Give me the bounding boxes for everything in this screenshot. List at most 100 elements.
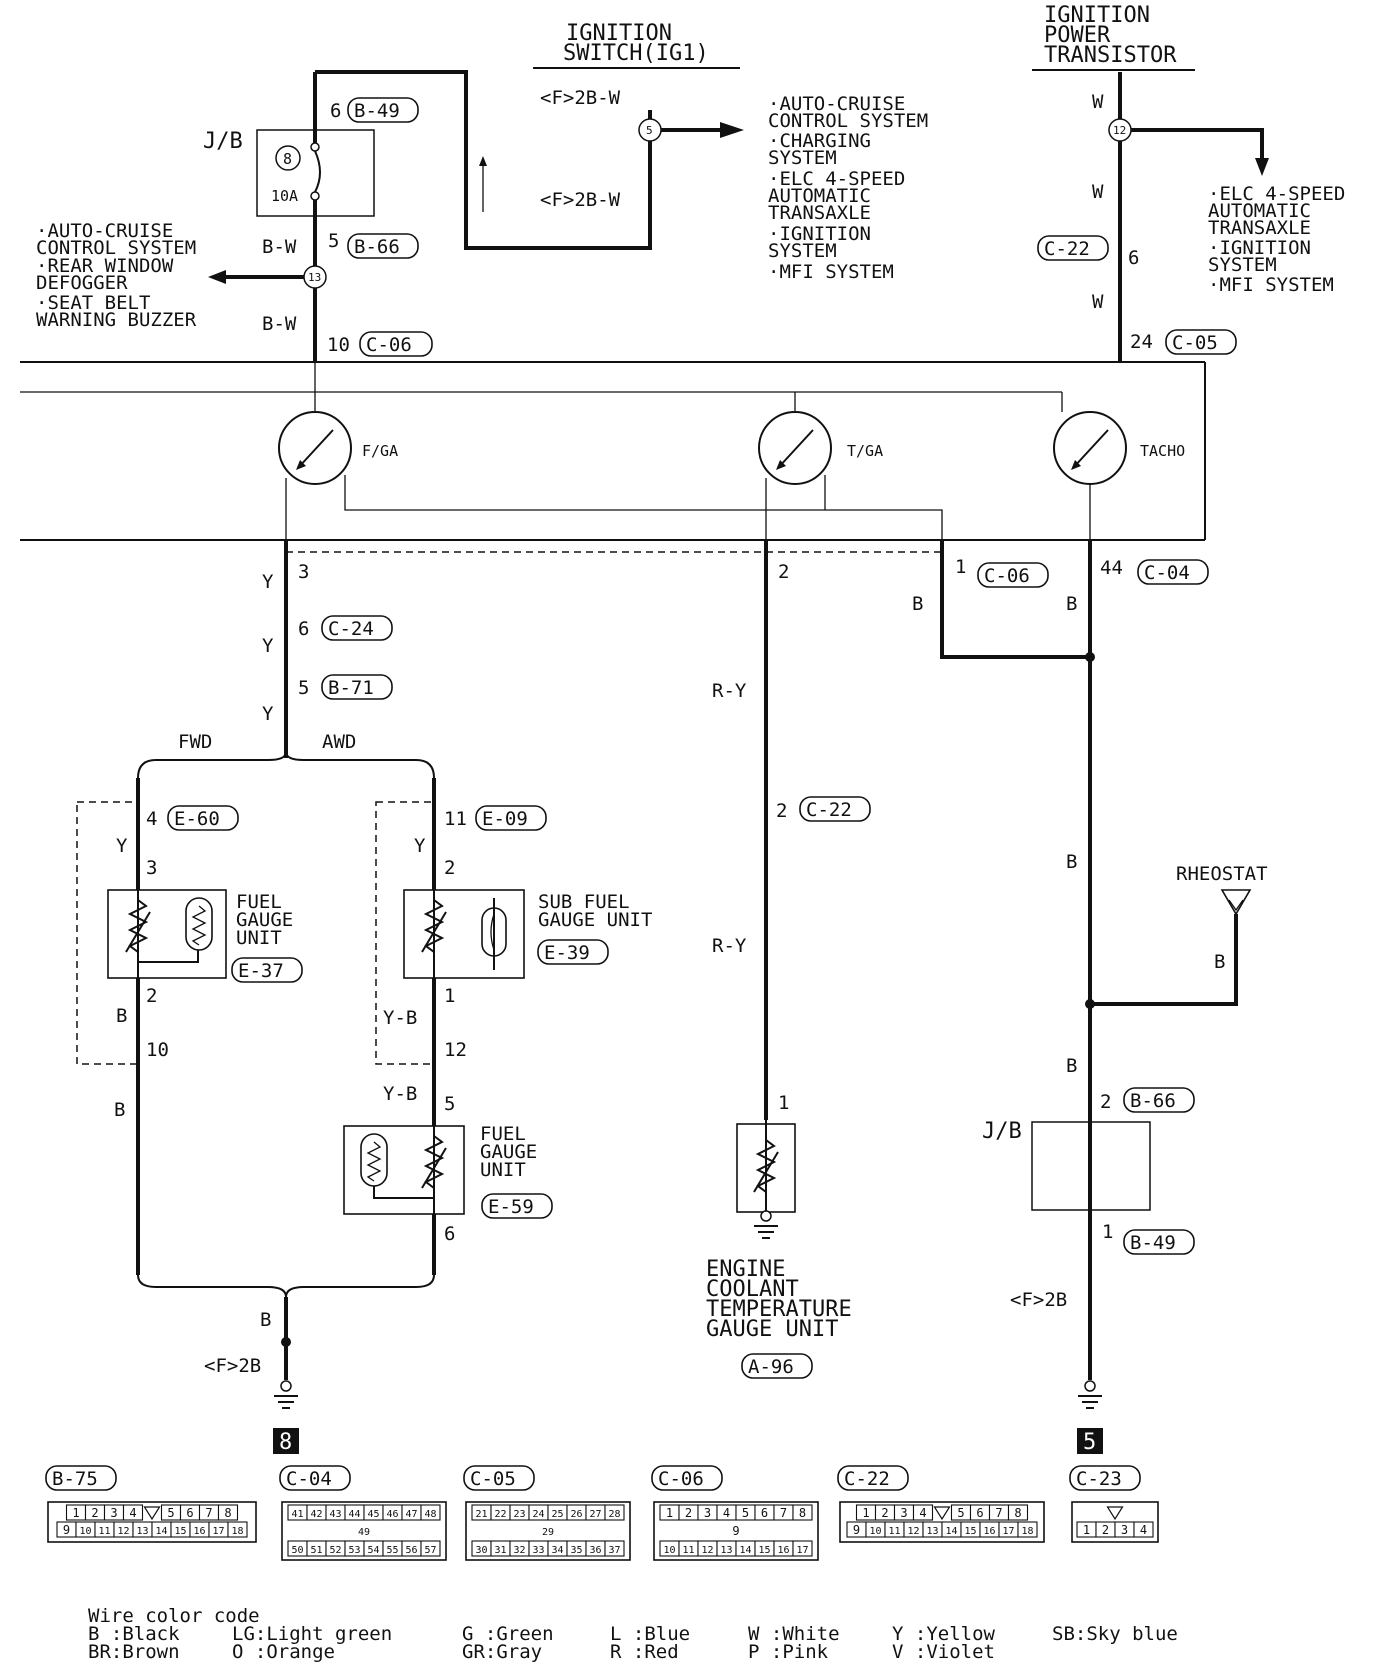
connector-pin-number: 8 [224, 1506, 231, 1520]
connector-pin-number: 22 [494, 1509, 506, 1520]
svg-text:B-49: B-49 [354, 100, 400, 122]
connector-pin-number: 5 [957, 1506, 964, 1520]
connector-pin-number: 24 [532, 1509, 544, 1520]
connector-pin-number: 50 [291, 1545, 303, 1556]
connector-pin-number: 4 [919, 1506, 926, 1520]
svg-text:·SEAT BELT: ·SEAT BELT [36, 292, 150, 314]
svg-text:5: 5 [1083, 1430, 1096, 1455]
connector-pin: 17 [208, 1521, 229, 1538]
connector-tag-a96: A-96 [741, 1353, 813, 1379]
connector-tag-b49-top: B-49 [347, 97, 419, 123]
connector-pin-number: 14 [155, 1526, 167, 1537]
connector-pin: 33 [528, 1540, 549, 1557]
coolant-unit-label: ENGINE COOLANT TEMPERATURE GAUGE UNIT [706, 1257, 852, 1342]
tacho-pin-2: 2 [1100, 1091, 1111, 1113]
connector-pin-number: 13 [136, 1526, 148, 1537]
connector-pin-number: 6 [761, 1506, 768, 1520]
connector-pin-number: 9 [732, 1524, 739, 1538]
connector-tag-b66-top: B-66 [347, 233, 419, 259]
connector-pin: 57 [420, 1540, 441, 1557]
svg-text:A-96: A-96 [748, 1356, 794, 1378]
fwd-wire-b2: B [114, 1099, 125, 1121]
svg-text:TEMPERATURE: TEMPERATURE [706, 1297, 852, 1322]
connector-pin: 18 [227, 1521, 248, 1538]
wire-bw-2: B-W [262, 313, 297, 335]
fwd-pin-2: 2 [146, 985, 157, 1007]
connector-pin: 37 [604, 1540, 625, 1557]
connector-pin-number: 10 [79, 1526, 91, 1537]
connector-pin-number: 11 [682, 1545, 694, 1556]
fuel-pin-3: 3 [298, 561, 309, 583]
connector-pin-number: 6 [976, 1506, 983, 1520]
connector-pin-number: 15 [758, 1545, 770, 1556]
connector-pin: 30 [471, 1540, 492, 1557]
tacho-wire-b2: B [1066, 593, 1077, 615]
svg-text:C-05: C-05 [1172, 332, 1218, 354]
awd-label: AWD [322, 731, 356, 753]
awd-pin-12: 12 [444, 1039, 467, 1061]
awd-unit-line3: UNIT [480, 1159, 526, 1181]
connector-tag-c06-mid: C-06 [977, 562, 1049, 588]
connector-pin: 32 [509, 1540, 530, 1557]
fwd-label: FWD [178, 731, 212, 753]
connector-pin: 11 [884, 1521, 905, 1538]
connector-pin [143, 1506, 161, 1521]
connector-pin-number: 3 [1121, 1523, 1128, 1537]
keyway-mark [933, 1506, 951, 1521]
connector-pin-number: 17 [796, 1545, 808, 1556]
svg-text:·IGNITION: ·IGNITION [1208, 237, 1311, 259]
connector-pin: 14 [941, 1521, 962, 1538]
connector-pin: 18 [1017, 1521, 1038, 1538]
connector-tag-e59: E-59 [481, 1193, 553, 1219]
connector-pin: 41 [287, 1504, 308, 1521]
connector-tag-e39: E-39 [537, 939, 609, 965]
connector-pin-number: 11 [98, 1526, 110, 1537]
connector-pin-number: 48 [424, 1509, 436, 1520]
connector-pin: 10 [659, 1540, 680, 1557]
fwd-fuel-gauge-unit [107, 882, 227, 985]
right-systems-list: ·ELC 4-SPEED AUTOMATIC TRANSAXLE ·IGNITI… [1208, 183, 1345, 296]
connector-pin: 3 [697, 1504, 718, 1521]
connector-pin-number: 31 [494, 1545, 506, 1556]
connector-pin: 35 [566, 1540, 587, 1557]
connector-pin-number: 5 [167, 1506, 174, 1520]
svg-text:WARNING BUZZER: WARNING BUZZER [36, 309, 197, 331]
keyway-mark [143, 1506, 161, 1521]
awd-unit-line1: FUEL [480, 1123, 526, 1145]
connector-pin-number: 4 [1140, 1523, 1147, 1537]
fuel-gauge: F/GA [278, 411, 398, 485]
connector-pin: 42 [306, 1504, 327, 1521]
connector-pin-number: 7 [995, 1506, 1002, 1520]
connector-pin-number: 1 [1083, 1523, 1090, 1537]
connector-tag-b71: B-71 [321, 674, 393, 700]
svg-text:8: 8 [279, 1430, 292, 1455]
wire-w-3: W [1092, 291, 1104, 313]
connector-pin-number: 10 [663, 1545, 675, 1556]
connector-pin: 15 [754, 1540, 775, 1557]
connector-tag-e60: E-60 [167, 805, 239, 831]
connector-pin: 2 [678, 1504, 699, 1521]
svg-text:E-09: E-09 [482, 808, 528, 830]
fwd-unit-line1: FUEL [236, 891, 282, 913]
connector-pin: 55 [382, 1540, 403, 1557]
svg-text:C-04: C-04 [1144, 562, 1190, 584]
tacho-label: TACHO [1140, 442, 1185, 460]
temp-pin-1: 1 [778, 1092, 789, 1114]
connector-pin: 15 [960, 1521, 981, 1538]
connector-pin: 9 [732, 1524, 739, 1538]
left-ground-label: <F>2B [204, 1355, 261, 1377]
connector-pin: 1 [1076, 1521, 1097, 1538]
connector-face-name: C-22 [844, 1468, 890, 1490]
awd-wire-yb-1: Y-B [383, 1007, 417, 1029]
connector-pin-number: 44 [348, 1509, 360, 1520]
connector-pin-number: 46 [386, 1509, 398, 1520]
connector-tag-e09: E-09 [475, 805, 547, 831]
fwd-wire-b: B [116, 1005, 127, 1027]
connector-pin: 50 [287, 1540, 308, 1557]
tachometer: TACHO [1053, 411, 1185, 485]
connector-pin-number: 8 [799, 1506, 806, 1520]
connector-pin: 16 [189, 1521, 210, 1538]
connector-pin-number: 30 [475, 1545, 487, 1556]
svg-text:·MFI SYSTEM: ·MFI SYSTEM [1208, 274, 1334, 296]
connector-pin: 44 [344, 1504, 365, 1521]
